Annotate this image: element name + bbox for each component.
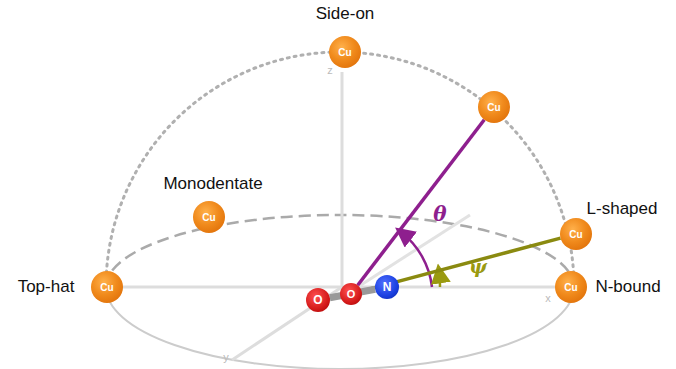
atom-symbol: Cu [202, 212, 215, 223]
atom-symbol: Cu [487, 102, 500, 113]
atom-symbol: O [313, 293, 322, 307]
mode-label: Monodentate [163, 174, 262, 194]
o-atom: O [306, 288, 330, 312]
cu-atom: Cu [555, 271, 587, 303]
base-ellipse [106, 287, 574, 369]
axis-label: y [223, 351, 229, 363]
cu-atom: Cu [478, 91, 510, 123]
o-atom: O [340, 283, 362, 305]
atom-symbol: Cu [100, 282, 113, 293]
angle-label: θ [433, 202, 446, 226]
y-axis [232, 287, 342, 360]
mode-label: N-bound [595, 277, 660, 297]
mode-label: Top-hat [18, 277, 75, 297]
n-atom: N [375, 275, 399, 299]
axis-label: x [545, 292, 551, 304]
axis-label: z [327, 64, 333, 76]
guide-line [350, 215, 470, 292]
psi-arc [439, 271, 440, 287]
atom-symbol: Cu [338, 47, 351, 58]
atom-symbol: O [347, 288, 356, 300]
cu-atom: Cu [193, 201, 225, 233]
cu-atom: Cu [560, 218, 592, 250]
cu-atom: Cu [91, 271, 123, 303]
angle-label: ψ [469, 255, 487, 277]
z-axis [341, 72, 344, 287]
mode-label: L-shaped [587, 199, 658, 219]
mode-label: Side-on [316, 4, 375, 24]
atom-symbol: Cu [564, 282, 577, 293]
dashed-ellipse [106, 215, 574, 287]
cu-atom: Cu [329, 36, 361, 68]
atom-symbol: Cu [569, 229, 582, 240]
theta-vector [358, 120, 485, 286]
atom-symbol: N [383, 280, 392, 294]
